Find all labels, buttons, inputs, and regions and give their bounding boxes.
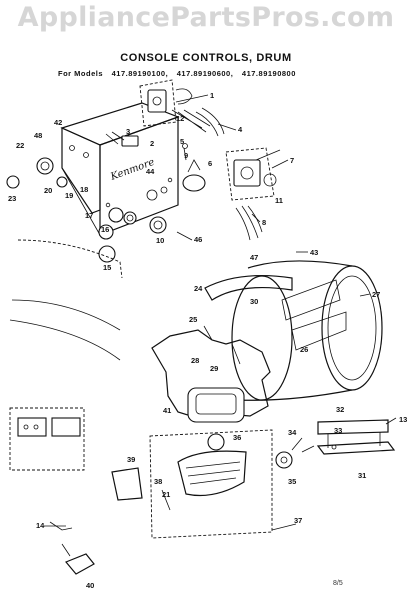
callout: 13 bbox=[399, 415, 407, 424]
callout: 14 bbox=[36, 521, 45, 530]
callout: 40 bbox=[86, 581, 94, 590]
model-2: 417.89190600, bbox=[176, 69, 234, 78]
callout: 34 bbox=[288, 428, 297, 437]
callout: 25 bbox=[189, 315, 197, 324]
callout: 28 bbox=[191, 356, 199, 365]
front-bulkhead bbox=[151, 325, 271, 423]
callout: 22 bbox=[16, 141, 24, 150]
callout: 36 bbox=[233, 433, 241, 442]
callout: 8 bbox=[262, 218, 266, 227]
callout: 12 bbox=[176, 114, 184, 123]
buzzer-assembly bbox=[182, 143, 206, 192]
callout: 32 bbox=[336, 405, 344, 414]
callout: 24 bbox=[194, 284, 203, 293]
small-parts bbox=[49, 467, 171, 575]
callout: 5 bbox=[180, 137, 184, 146]
callout: 20 bbox=[44, 186, 52, 195]
callout: 47 bbox=[250, 253, 258, 262]
callout: 6 bbox=[208, 159, 212, 168]
callout-labels: 1 2 3 4 5 6 7 8 9 10 11 12 13 14 15 16 1… bbox=[8, 91, 407, 590]
side-panel bbox=[9, 407, 85, 471]
callout: 37 bbox=[294, 516, 302, 525]
front-panel bbox=[149, 429, 273, 539]
callout: 43 bbox=[310, 248, 318, 257]
cabinet-edge bbox=[9, 299, 121, 361]
callout: 46 bbox=[194, 235, 202, 244]
watermark: AppliancePartsPros.com bbox=[17, 2, 395, 33]
diagram-title: CONSOLE CONTROLS, DRUM bbox=[120, 52, 292, 64]
callout: 26 bbox=[300, 345, 308, 354]
callout: 17 bbox=[85, 211, 93, 220]
callout: 29 bbox=[210, 364, 218, 373]
callout: 10 bbox=[156, 236, 164, 245]
callout: 2 bbox=[150, 139, 154, 148]
callout: 21 bbox=[162, 490, 170, 499]
timer-switch-assembly bbox=[139, 79, 211, 133]
callout: 35 bbox=[288, 477, 296, 486]
callout: 23 bbox=[8, 194, 16, 203]
callout: 1 bbox=[210, 91, 214, 100]
models-prefix: For Models bbox=[58, 69, 104, 78]
idler-assembly bbox=[275, 437, 315, 469]
model-1: 417.89190100, bbox=[111, 69, 169, 78]
callout: 44 bbox=[146, 167, 155, 176]
rear-bracket bbox=[316, 419, 396, 455]
callout: 27 bbox=[372, 290, 380, 299]
callout: 15 bbox=[103, 263, 111, 272]
model-list: For Models 417.89190100, 417.89190600, 4… bbox=[58, 69, 302, 78]
page-code: 8/5 bbox=[333, 580, 343, 587]
callout: 48 bbox=[34, 131, 42, 140]
callout: 7 bbox=[290, 156, 294, 165]
callout: 33 bbox=[334, 426, 342, 435]
callout: 42 bbox=[54, 118, 62, 127]
wire-harness bbox=[195, 107, 225, 137]
callout: 38 bbox=[154, 477, 162, 486]
dryer-drum bbox=[231, 260, 383, 401]
callout: 3 bbox=[126, 127, 130, 136]
push-switch bbox=[105, 131, 139, 147]
timer-assembly bbox=[225, 147, 281, 201]
callout: 18 bbox=[80, 185, 88, 194]
leader-lines bbox=[44, 94, 397, 531]
drum-baffle bbox=[204, 274, 293, 301]
callout: 30 bbox=[250, 297, 258, 306]
callout: 31 bbox=[358, 471, 366, 480]
callout: 9 bbox=[184, 151, 188, 160]
timer-wires bbox=[235, 205, 263, 241]
callout: 19 bbox=[65, 191, 73, 200]
callout: 41 bbox=[163, 406, 171, 415]
callout: 4 bbox=[238, 125, 243, 134]
callout: 11 bbox=[275, 196, 283, 205]
callout: 39 bbox=[127, 455, 135, 464]
model-3: 417.89190800 bbox=[241, 69, 296, 78]
cabinet-outline bbox=[17, 239, 123, 279]
callout: 16 bbox=[101, 225, 109, 234]
